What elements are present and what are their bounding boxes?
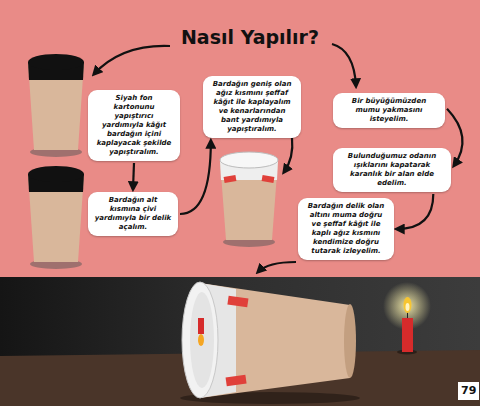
step-box: Bardağın delik olan altını muma doğru ve…: [298, 198, 394, 260]
step-text: Bardağın geniş olan ağız kısmını şeffaf …: [209, 80, 295, 134]
pink-background: [0, 0, 480, 277]
diagram-title: Nasıl Yapılır?: [175, 26, 325, 48]
dark-room: [0, 277, 480, 406]
page-number: 79: [458, 382, 479, 400]
step-box: Bulunduğumuz odanın ışıklarını kapatarak…: [333, 148, 451, 192]
step-text: Bardağın delik olan altını muma doğru ve…: [304, 202, 388, 256]
step-box: Bardağın geniş olan ağız kısmını şeffaf …: [203, 76, 301, 138]
step-box: Siyah fon kartonunu yapıştırıcı yardımıy…: [88, 90, 180, 161]
flow-arrow: [180, 141, 211, 214]
camera-obscura-cup: [180, 282, 360, 404]
flow-arrow: [397, 194, 433, 229]
candle: [383, 282, 431, 355]
cup-black-lined: [28, 54, 84, 157]
step-text: Siyah fon kartonunu yapıştırıcı yardımıy…: [94, 94, 174, 157]
cup-covered: [220, 152, 278, 247]
flow-arrow: [133, 163, 134, 189]
cup-with-hole: [28, 166, 84, 269]
step-text: Bardağın alt kısmına çivi yardımıyla bir…: [94, 196, 172, 232]
step-text: Bir büyüğümüzden mumu yakmasını isteyeli…: [339, 97, 439, 124]
step-box: Bir büyüğümüzden mumu yakmasını isteyeli…: [333, 93, 445, 128]
step-box: Bardağın alt kısmına çivi yardımıyla bir…: [88, 192, 178, 236]
step-text: Bulunduğumuz odanın ışıklarını kapatarak…: [339, 152, 445, 188]
